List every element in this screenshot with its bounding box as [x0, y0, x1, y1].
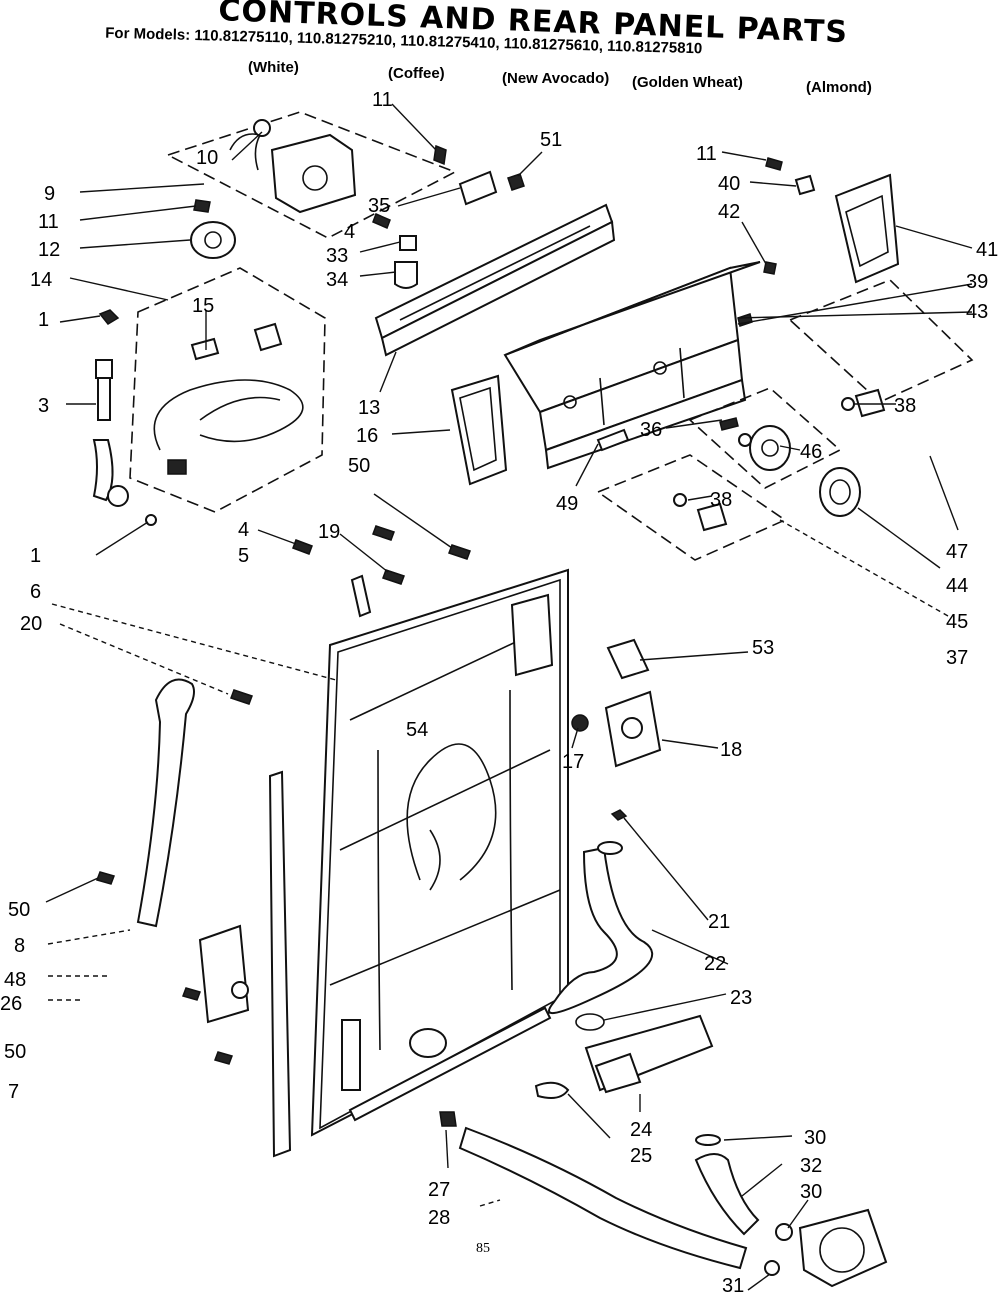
callout-48: 48 — [4, 969, 26, 991]
callout-13: 13 — [358, 397, 380, 419]
callout-16: 16 — [356, 425, 378, 447]
callout-50c: 50 — [4, 1041, 26, 1063]
water-valve — [571, 638, 662, 768]
drain-hose — [548, 809, 654, 1031]
callout-1b: 1 — [30, 545, 41, 567]
callout-36: 36 — [640, 419, 662, 441]
callout-21: 21 — [708, 911, 730, 933]
callout-11b: 11 — [38, 211, 59, 233]
callout-5: 5 — [238, 545, 249, 567]
console-end-bracket — [763, 157, 900, 284]
timer-assembly — [165, 111, 457, 239]
callout-44: 44 — [946, 575, 968, 597]
callout-49: 49 — [556, 493, 578, 515]
callout-41: 41 — [976, 239, 998, 261]
callout-37: 37 — [946, 647, 968, 669]
callout-30b: 30 — [800, 1181, 822, 1203]
small-hardware-top — [190, 144, 525, 289]
callout-39: 39 — [966, 271, 988, 293]
callout-50b: 50 — [8, 899, 30, 921]
left-side-parts — [96, 678, 292, 1158]
callout-42: 42 — [718, 201, 740, 223]
callout-19: 19 — [318, 521, 340, 543]
callout-8: 8 — [14, 935, 25, 957]
callout-6: 6 — [30, 581, 41, 603]
callout-14: 14 — [30, 269, 52, 291]
color-golden-wheat: (Golden Wheat) — [632, 74, 743, 91]
callout-23: 23 — [730, 987, 752, 1009]
lower-drain-hose — [439, 1081, 748, 1270]
drain-pump-bracket — [584, 1014, 714, 1094]
callout-9: 9 — [44, 183, 55, 205]
callout-1: 1 — [38, 309, 49, 331]
callout-50: 50 — [348, 455, 370, 477]
callout-26: 26 — [0, 993, 22, 1015]
callout-47: 47 — [946, 541, 968, 563]
callout-31: 31 — [722, 1275, 744, 1297]
dashed-leader-lines — [47, 519, 949, 1207]
switch-box-lower — [596, 313, 787, 561]
callout-11: 11 — [372, 89, 393, 111]
callout-34: 34 — [326, 269, 348, 291]
rear-panel — [310, 568, 569, 1137]
callout-43: 43 — [966, 301, 988, 323]
callout-45: 45 — [946, 611, 968, 633]
callout-22: 22 — [704, 953, 726, 975]
callout-30: 30 — [804, 1127, 826, 1149]
console-end-cap — [450, 374, 508, 486]
callout-32: 32 — [800, 1155, 822, 1177]
page-number: 85 — [476, 1241, 490, 1256]
callout-4b: 4 — [238, 519, 249, 541]
inlet-hose-hardware — [92, 309, 157, 526]
rear-panel-hardware — [230, 525, 471, 705]
callout-54: 54 — [406, 719, 428, 741]
callout-53: 53 — [752, 637, 774, 659]
pump-outlet — [694, 1134, 888, 1288]
callout-28: 28 — [428, 1207, 450, 1229]
callout-18: 18 — [720, 739, 742, 761]
knob-box — [688, 387, 861, 517]
callout-35: 35 — [368, 195, 390, 217]
callout-24: 24 — [630, 1119, 652, 1141]
callout-38b: 38 — [710, 489, 732, 511]
callout-33: 33 — [326, 245, 348, 267]
color-almond: (Almond) — [806, 79, 872, 96]
color-coffee: (Coffee) — [388, 65, 445, 82]
callout-11c: 11 — [696, 143, 717, 165]
control-panel — [503, 261, 761, 470]
power-cord-box — [129, 267, 326, 513]
callout-7: 7 — [8, 1081, 19, 1103]
callout-27: 27 — [428, 1179, 450, 1201]
callout-10: 10 — [196, 147, 218, 169]
console-support-bar — [374, 203, 616, 357]
callout-25: 25 — [630, 1145, 652, 1167]
switch-box-upper — [788, 279, 974, 418]
callout-17: 17 — [562, 751, 584, 773]
callout-3: 3 — [38, 395, 49, 417]
callout-51: 51 — [540, 129, 562, 151]
callout-labels: 11 51 10 9 11 35 4 12 33 34 14 15 1 3 13… — [0, 89, 998, 1297]
callout-38: 38 — [894, 395, 916, 417]
callout-46: 46 — [800, 441, 822, 463]
callout-20: 20 — [20, 613, 42, 635]
color-white: (White) — [248, 59, 299, 76]
callout-4: 4 — [344, 221, 355, 243]
callout-12: 12 — [38, 239, 60, 261]
callout-15: 15 — [192, 295, 214, 317]
leader-lines — [45, 103, 973, 1291]
color-new-avocado: (New Avocado) — [502, 70, 609, 87]
callout-40: 40 — [718, 173, 740, 195]
